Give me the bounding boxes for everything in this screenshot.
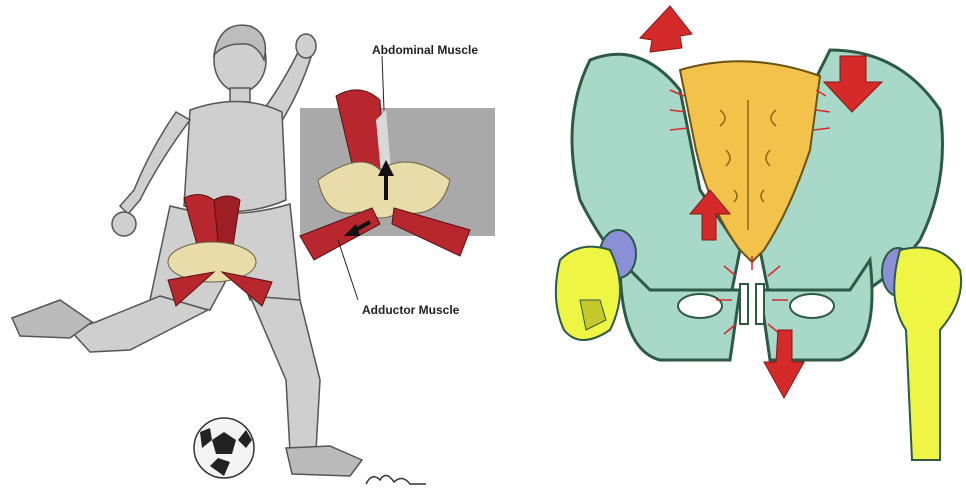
femur-right	[894, 248, 961, 461]
left-obturator	[678, 294, 722, 318]
abdominal-leader-line	[382, 56, 384, 110]
adductor-leader-line	[338, 240, 358, 300]
force-arrow-icon-up-left	[640, 6, 692, 52]
abdominal-muscle-label: Abdominal Muscle	[372, 43, 478, 57]
right-diagram-panel	[520, 0, 966, 498]
left-diagram-panel: Abdominal Muscle Adductor Muscle	[0, 0, 520, 498]
soccer-player-illustration	[0, 0, 520, 498]
soccer-ball-icon	[194, 418, 254, 478]
pelvis-illustration	[520, 0, 966, 498]
signature-scribble	[366, 475, 426, 484]
adductor-muscle-label: Adductor Muscle	[362, 303, 459, 317]
right-obturator	[790, 294, 834, 318]
